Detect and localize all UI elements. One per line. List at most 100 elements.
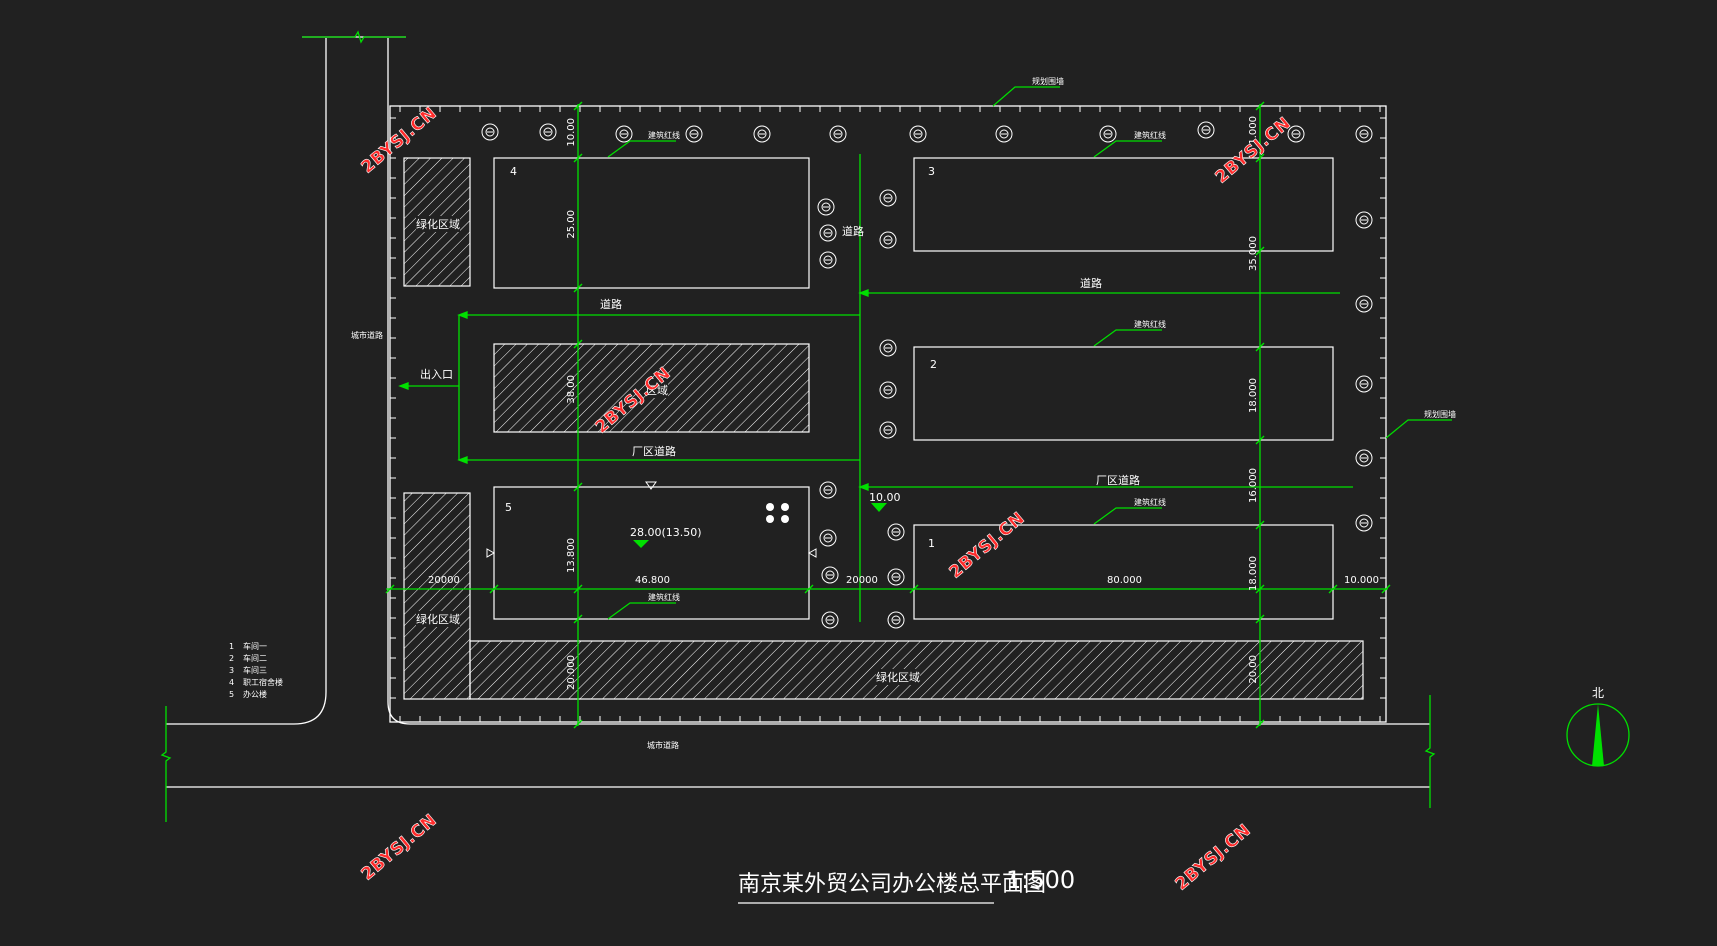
city-road-label-left: 城市道路 — [351, 331, 383, 340]
dim-16-000: 16.000 — [1248, 468, 1259, 503]
tree-icon — [685, 125, 703, 143]
leader-lines — [607, 86, 1452, 620]
dim-tick — [573, 482, 583, 492]
tree-icon — [819, 529, 837, 547]
tree-icon — [817, 198, 835, 216]
tree-icon — [887, 568, 905, 586]
tree-icon — [821, 566, 839, 584]
dim-tick — [1255, 101, 1265, 111]
legend-number: 4 — [229, 678, 235, 687]
tree-icon — [615, 125, 633, 143]
entrance-markers — [486, 481, 817, 558]
dim-10-00: 10.00 — [566, 118, 577, 147]
drawing-title: 南京某外贸公司办公楼总平面图 — [738, 872, 1047, 897]
dim-35-000: 35.000 — [1248, 236, 1259, 271]
tree-icon — [879, 381, 897, 399]
legend-number: 3 — [229, 666, 235, 675]
tree-icon — [909, 125, 927, 143]
dim-20000-left: 20000 — [428, 575, 460, 586]
dim-tick — [1255, 435, 1265, 445]
legend-item: 5 办公楼 — [229, 689, 283, 701]
north-arrow — [1566, 703, 1630, 767]
dim-tick — [573, 153, 583, 163]
tree-icon — [1287, 125, 1305, 143]
green-zone-label-1: 绿化区域 — [416, 216, 460, 232]
legend-number: 1 — [229, 642, 235, 651]
tree-icon — [1355, 295, 1373, 313]
tree-icon — [1355, 125, 1373, 143]
tree-icon — [819, 224, 837, 242]
dim-tick — [385, 584, 395, 594]
tree-icon — [1197, 121, 1215, 139]
building-1 — [913, 524, 1334, 620]
tree-icon — [887, 523, 905, 541]
building-2 — [913, 346, 1334, 441]
dim-tick — [804, 584, 814, 594]
dim-tick — [1255, 719, 1265, 729]
dim-tick — [573, 339, 583, 349]
dim-tick — [1255, 153, 1265, 163]
dim-38-00: 38.00 — [566, 375, 577, 404]
dim-20-000-vertical: 20.000 — [566, 655, 577, 690]
tree-icon — [1355, 211, 1373, 229]
legend-number: 5 — [229, 690, 235, 699]
dim-tick — [1255, 614, 1265, 624]
building-number-3: 3 — [928, 165, 935, 178]
dim-tick — [573, 584, 583, 594]
dim-18-000-b: 18.000 — [1248, 556, 1259, 591]
tree-icon — [887, 611, 905, 629]
building-number-5: 5 — [505, 501, 512, 514]
drawing-scale: 1:500 — [1006, 866, 1076, 894]
dim-tick — [1255, 246, 1265, 256]
dim-13-800: 13.800 — [566, 538, 577, 573]
wall-ticks — [390, 106, 1386, 722]
site-elevation: 10.00 — [869, 491, 901, 504]
north-label: 北 — [1592, 686, 1605, 700]
tree-icon — [879, 339, 897, 357]
building-3 — [913, 157, 1334, 252]
building-number-1: 1 — [928, 537, 935, 550]
planned-wall-label-1: 规划围墙 — [1032, 77, 1064, 86]
dim-tick — [909, 584, 919, 594]
city-road-label-bottom: 城市道路 — [647, 741, 679, 750]
dim-80-000: 80.000 — [1107, 575, 1142, 586]
planned-wall-label-2: 规划围墙 — [1424, 410, 1456, 419]
dim-tick — [573, 614, 583, 624]
road-label-3: 道路 — [842, 225, 864, 238]
dim-tick — [1255, 520, 1265, 530]
dim-20-00-right: 20.00 — [1248, 655, 1259, 684]
road-label-1: 道路 — [600, 298, 622, 311]
building-4 — [493, 157, 810, 289]
tree-icon — [879, 189, 897, 207]
legend-name: 车间二 — [243, 654, 267, 663]
tree-icon — [753, 125, 771, 143]
dim-10-000: 10.000 — [1344, 575, 1379, 586]
hatched-zone-label: 区域 — [646, 382, 668, 398]
tree-icon — [539, 123, 557, 141]
building-number-2: 2 — [930, 358, 937, 371]
dim-tick — [1255, 584, 1265, 594]
tree-icon — [1355, 449, 1373, 467]
axis-lines — [386, 104, 1388, 726]
factory-road-label-2: 厂区道路 — [1096, 474, 1140, 487]
tree-icon — [1099, 125, 1117, 143]
tree-icon — [1355, 514, 1373, 532]
tree-symbols — [481, 121, 1373, 629]
build-line-label-5: 建筑红线 — [648, 593, 680, 602]
site-boundary — [389, 105, 1387, 723]
dimension-ticks — [385, 101, 1391, 729]
legend-name: 办公楼 — [243, 690, 267, 699]
dim-tick — [1255, 342, 1265, 352]
city-road-edges — [166, 36, 1430, 788]
tree-icon — [1355, 375, 1373, 393]
green-zone-label-2: 绿化区域 — [416, 611, 460, 627]
tree-icon — [829, 125, 847, 143]
dim-tick — [489, 584, 499, 594]
break-lines — [160, 30, 1436, 822]
dim-25-00: 25.00 — [566, 210, 577, 239]
dim-tick — [1328, 584, 1338, 594]
